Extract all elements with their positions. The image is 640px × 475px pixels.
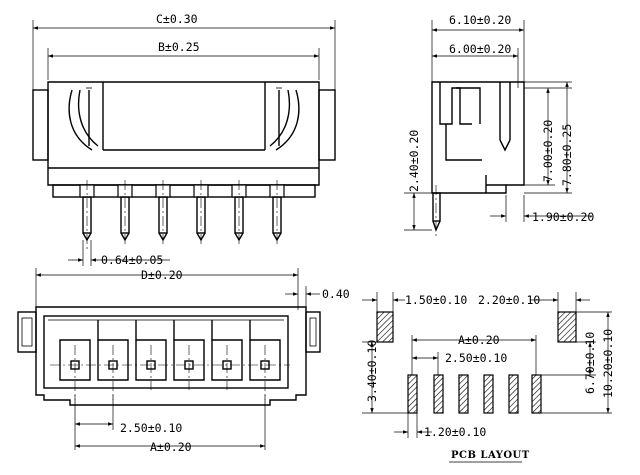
top-body [35,306,307,406]
side-view: 6.10±0.20 6.00±0.20 2.40±0.20 7.00±0.20 … [404,13,594,238]
pcb-left-pad-width-label: 1.50±0.10 [405,293,467,307]
dim-edge-label: 0.40 [322,287,350,301]
dim-d-label: D±0.20 [141,268,183,282]
pcb-layout-title: PCB LAYOUT [451,450,530,461]
pcb-left-mount-pad [376,311,394,343]
top-pin-cavities [59,339,281,381]
pcb-right-mount-pad [557,311,577,343]
pcb-a-label: A±0.20 [458,333,500,347]
front-view: C±0.30 B±0.25 [32,12,336,267]
dim-total-height-label: 7.80±0.25 [560,124,574,186]
dim-pin-width-label: 0.64±0.05 [101,253,163,267]
front-pins [79,184,285,242]
dim-body-height-label: 7.00±0.20 [541,120,555,182]
top-view: D±0.20 0.40 [17,268,350,454]
dim-inner-depth-label: 6.00±0.20 [449,42,511,56]
pcb-layout: 1.50±0.10 2.20±0.10 A±0.20 2.50±0.10 3.4… [362,292,615,463]
dim-c-label: C±0.30 [156,12,198,26]
dim-a-label: A±0.20 [150,440,192,454]
dim-overall-depth-label: 6.10±0.20 [449,13,511,27]
pcb-total-label: 10.20±0.10 [601,329,615,398]
dim-base-label: 1.90±0.20 [532,210,594,224]
dim-pin-height-label: 2.40±0.20 [407,130,421,192]
pcb-pad-offset-label: 6.70±0.10 [583,332,597,394]
pcb-pitch-label: 2.50±0.10 [445,351,507,365]
pcb-right-pad-width-label: 2.20±0.10 [478,293,540,307]
pcb-pad-height-label: 3.40±0.10 [365,340,379,402]
pcb-hole-label: 1.20±0.10 [424,425,486,439]
dim-b-label: B±0.25 [158,40,200,54]
dim-pitch-label: 2.50±0.10 [120,421,182,435]
pcb-signal-pads [407,374,542,414]
